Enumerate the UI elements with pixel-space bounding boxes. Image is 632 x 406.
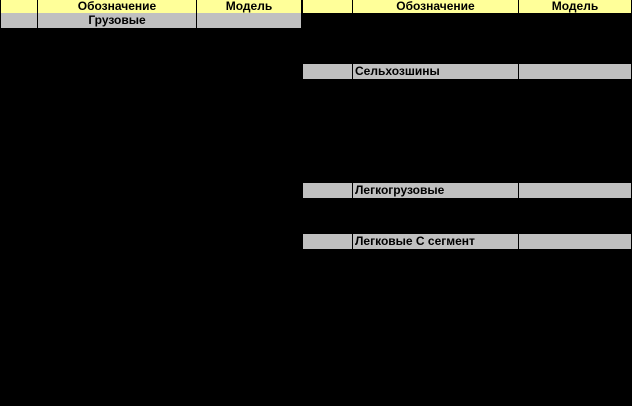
right-group-label: Сельхозшины: [353, 64, 518, 79]
right-group-row-blank-cell: [303, 64, 352, 79]
left-group-label: Грузовые: [38, 13, 196, 28]
right-group-label: Легковые С сегмент: [353, 234, 518, 249]
right-group-model-cell: [519, 183, 631, 198]
right-header-blank-cell: [303, 0, 352, 13]
right-header-designation: Обозначение: [353, 0, 518, 13]
left-header-designation: Обозначение: [38, 0, 196, 13]
right-header-model: Модель: [519, 0, 631, 13]
right-group-label: Легкогрузовые: [353, 183, 518, 198]
left-group-model-cell: [197, 13, 301, 28]
right-group-model-cell: [519, 64, 631, 79]
right-group-row-blank-cell: [303, 183, 352, 198]
right-group-row-blank-cell: [303, 234, 352, 249]
right-group-model-cell: [519, 234, 631, 249]
left-header-blank-cell: [1, 0, 37, 13]
left-group-row-blank-cell: [1, 13, 37, 28]
left-header-model: Модель: [197, 0, 301, 13]
